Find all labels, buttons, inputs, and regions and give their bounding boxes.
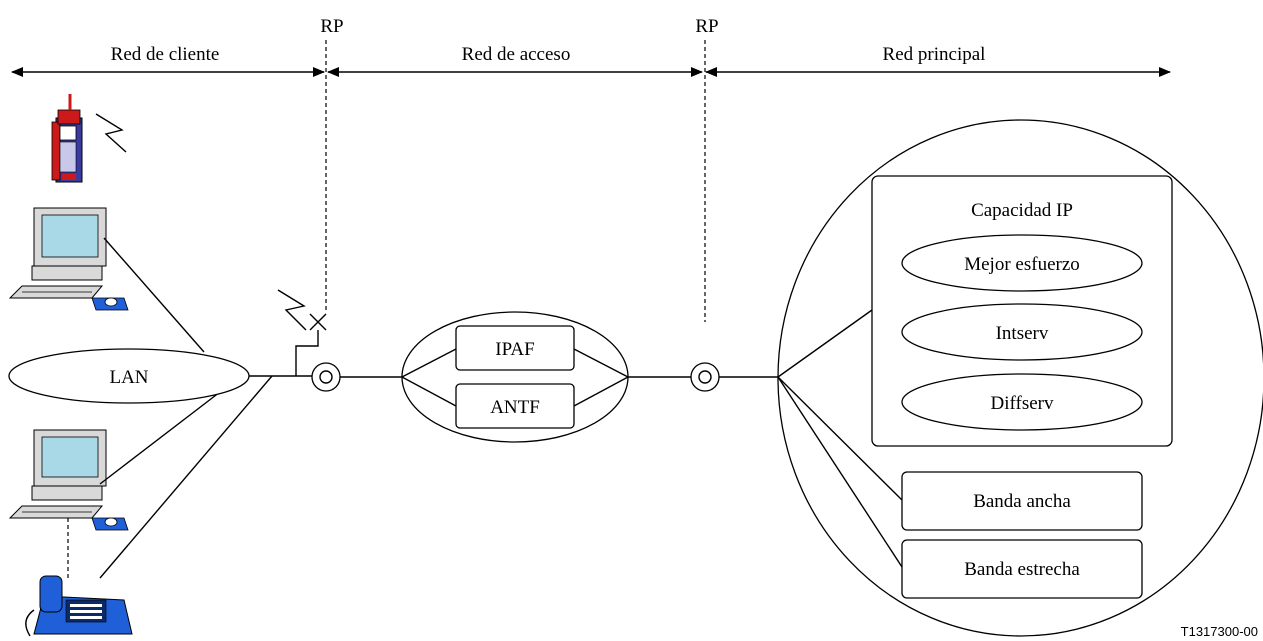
- rp-label-2: RP: [695, 16, 718, 37]
- access-network-label: Red de acceso: [462, 44, 571, 65]
- core-link-ip: [777, 309, 873, 378]
- wireless-signal-icon: [277, 289, 307, 331]
- intserv-ellipse: [901, 303, 1143, 361]
- core-link-broadband: [777, 376, 903, 501]
- core-link-narrowband: [777, 376, 903, 568]
- rp-interface-inner: [698, 370, 712, 384]
- lan-label: LAN: [109, 367, 148, 388]
- rp-interface-icon: [311, 362, 341, 392]
- lan-ellipse: [8, 348, 250, 404]
- wireless-access-link: [295, 330, 319, 376]
- wireless-signal-icon: [95, 113, 127, 153]
- computer-link: [99, 391, 221, 485]
- best-effort-label: Mejor esfuerzo: [964, 254, 1080, 275]
- mobile-phone-icon: [51, 94, 83, 183]
- access-internal-link: [573, 376, 629, 407]
- customer-network-label: Red de cliente: [111, 44, 220, 65]
- core-network-label: Red principal: [883, 44, 986, 65]
- computer-icon: [8, 429, 129, 531]
- rp-interface-icon: [690, 362, 720, 392]
- rp-interface-inner: [319, 370, 333, 384]
- figure-id: T1317300-00: [1181, 624, 1258, 639]
- best-effort-ellipse: [901, 234, 1143, 292]
- narrowband-label: Banda estrecha: [964, 559, 1080, 580]
- broadband-box: [901, 471, 1143, 531]
- narrowband-box: [901, 539, 1143, 599]
- diffserv-ellipse: [901, 373, 1143, 431]
- phone-link: [99, 375, 273, 579]
- antf-box: [455, 383, 575, 429]
- ipaf-box: [455, 325, 575, 371]
- computer-link: [103, 237, 205, 353]
- ipaf-label: IPAF: [495, 339, 534, 360]
- rp-label-1: RP: [320, 16, 343, 37]
- antf-label: ANTF: [490, 397, 540, 418]
- access-internal-link: [401, 348, 457, 378]
- desk-phone-icon: [25, 575, 133, 637]
- diffserv-label: Diffserv: [991, 393, 1054, 414]
- computer-icon: [8, 207, 129, 311]
- access-internal-link: [401, 376, 457, 407]
- broadband-label: Banda ancha: [973, 491, 1071, 512]
- access-internal-link: [573, 348, 629, 378]
- ip-capability-label: Capacidad IP: [971, 200, 1073, 221]
- antenna-icon: [309, 313, 327, 331]
- intserv-label: Intserv: [996, 323, 1049, 344]
